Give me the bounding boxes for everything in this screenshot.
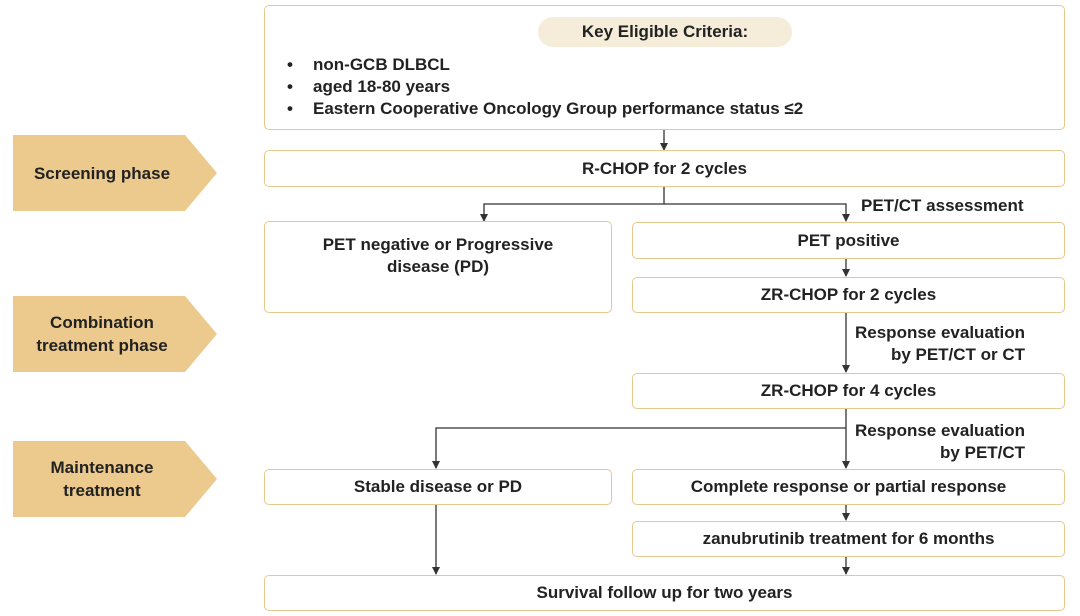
- response-evaluation-label-1: Response evaluation by PET/CT or CT: [855, 322, 1025, 366]
- survival-followup-box: Survival follow up for two years: [264, 575, 1065, 611]
- phase-label-line: Combination: [50, 313, 154, 332]
- complete-response-box: Complete response or partial response: [632, 469, 1065, 505]
- pet-ct-assessment-label: PET/CT assessment: [861, 196, 1024, 215]
- label-line: Response evaluation: [855, 421, 1026, 440]
- pet-positive-box: PET positive: [632, 222, 1065, 259]
- label-line: Response evaluation: [855, 323, 1026, 342]
- phase-chevron-shape: [13, 296, 217, 372]
- rchop-box: R-CHOP for 2 cycles: [264, 150, 1065, 187]
- bullet-marker: •: [287, 77, 293, 96]
- phase-label: Combination treatment phase: [36, 311, 193, 357]
- criteria-title: Key Eligible Criteria:: [538, 17, 792, 47]
- zrchop-4-cycles-box: ZR-CHOP for 4 cycles: [632, 373, 1065, 409]
- criteria-item-text: Eastern Cooperative Oncology Group perfo…: [313, 99, 804, 118]
- arrow-zrchop4-to-stable: [432, 427, 846, 469]
- eligibility-criteria-box: Key Eligible Criteria: • non-GCB DLBCL • a…: [264, 5, 1065, 130]
- criteria-item: • aged 18-80 years: [283, 76, 803, 98]
- phase-label: Maintenance treatment: [51, 456, 180, 502]
- bullet-marker: •: [287, 99, 293, 118]
- label-line: by PET/CT or CT: [890, 345, 1026, 364]
- response-evaluation-label-2: Response evaluation by PET/CT: [855, 420, 1025, 464]
- phase-chevron-shape: [13, 135, 217, 211]
- arrow-rchop-to-pet-positive: [664, 203, 850, 222]
- criteria-item-text: non-GCB DLBCL: [313, 55, 450, 74]
- label-line: by PET/CT: [940, 443, 1026, 462]
- bullet-marker: •: [287, 55, 293, 74]
- phase-label-line: treatment: [63, 481, 141, 500]
- phase-label-line: treatment phase: [36, 336, 168, 355]
- pet-negative-box: PET negative or Progressive disease (PD): [264, 221, 612, 313]
- phase-maintenance: Maintenance treatment: [13, 441, 217, 517]
- criteria-item: • Eastern Cooperative Oncology Group perf…: [283, 98, 803, 120]
- criteria-item: • non-GCB DLBCL: [283, 54, 803, 76]
- zrchop-2-cycles-box: ZR-CHOP for 2 cycles: [632, 277, 1065, 313]
- phase-label: Screening phase: [33, 163, 171, 183]
- phase-chevron-shape: [13, 441, 217, 517]
- zanubrutinib-box: zanubrutinib treatment for 6 months: [632, 521, 1065, 557]
- phase-screening: Screening phase: [13, 135, 217, 211]
- arrow-rchop-to-pet-negative: [480, 187, 665, 222]
- criteria-item-text: aged 18-80 years: [313, 77, 451, 96]
- criteria-list: • non-GCB DLBCL • aged 18-80 years • Easter…: [283, 54, 803, 120]
- stable-disease-box: Stable disease or PD: [264, 469, 612, 505]
- phase-combination: Combination treatment phase: [13, 296, 217, 372]
- phase-label-line: Maintenance: [50, 458, 154, 477]
